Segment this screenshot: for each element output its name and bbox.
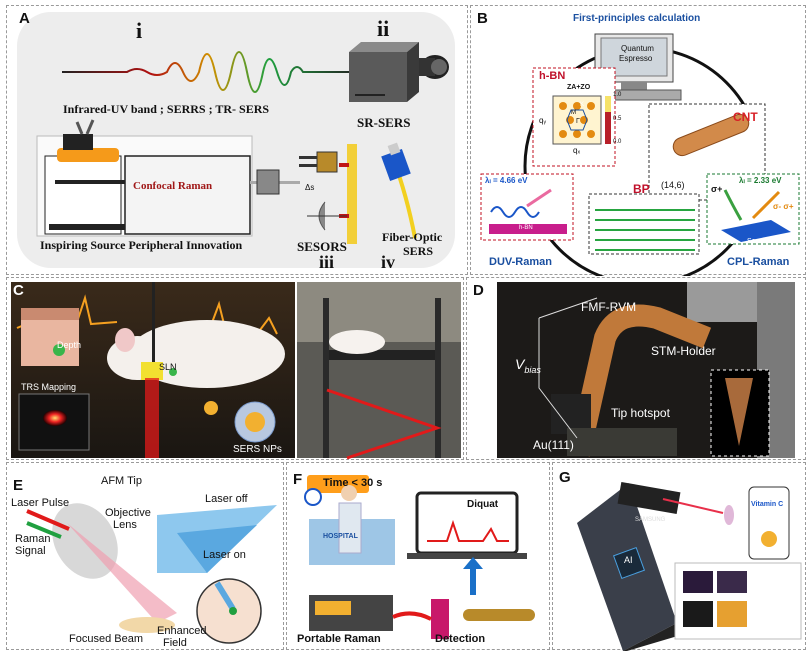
panel-g-graphics xyxy=(577,481,802,651)
panel-f: F Time < 30 s HOSPITAL Diquat Portable R… xyxy=(286,462,550,650)
sigma-plus: σ+ xyxy=(711,184,723,194)
laser-off-label: Laser off xyxy=(205,493,248,505)
band-text: Infrared-UV band ; SERRS ; TR- SERS xyxy=(63,102,270,116)
detection-label: Detection xyxy=(435,633,486,645)
np-label: SERS NPs xyxy=(233,444,282,455)
panel-g-label: G xyxy=(559,469,571,486)
chirality: (14,6) xyxy=(661,180,685,190)
hbn-label: h-BN xyxy=(539,70,566,82)
panel-f-graphics xyxy=(304,475,535,639)
laser-on-label: Laser on xyxy=(203,549,246,561)
sub-i: i xyxy=(136,18,143,43)
laser-pulse-label: Laser Pulse xyxy=(11,497,70,509)
k-label: K xyxy=(580,102,585,108)
panel-b: B First-principles calculation Quantum E… xyxy=(470,5,806,276)
au-label: Au(111) xyxy=(533,438,574,452)
sesors-setup xyxy=(299,144,357,244)
panel-c-label: C xyxy=(13,282,24,299)
panel-a-graphics xyxy=(36,42,449,244)
panel-g: G SAMSUNG AI Vitamin C xyxy=(552,462,806,651)
stm-label: STM-Holder xyxy=(651,344,716,358)
duv-energy: λₗ = 4.66 eV xyxy=(485,176,528,185)
delta-s: Δs xyxy=(305,183,315,192)
sln-label: SLN xyxy=(159,362,177,372)
depth-label: Depth xyxy=(57,340,82,350)
sub-iii: iii xyxy=(319,252,335,272)
cnt-label: CNT xyxy=(733,110,758,124)
sub-iv: iv xyxy=(381,252,396,272)
panel-c-graphics xyxy=(11,282,461,460)
panel-b-graphics xyxy=(480,33,800,276)
tip-label: Tip hotspot xyxy=(611,406,670,420)
confocal-instrument xyxy=(36,119,300,237)
scale-max: 1.0 xyxy=(613,92,622,98)
vbias-sub: bias xyxy=(524,364,541,375)
focused-label: Focused Beam xyxy=(69,633,143,645)
sigma-minus-plus: σ- σ+ xyxy=(773,202,794,211)
m-label: M xyxy=(571,110,576,116)
panel-c: C Depth SLN TRS Mapping SERS NPs xyxy=(6,277,464,460)
objective-label-1: Objective xyxy=(105,507,151,519)
scale-mid: 0.5 xyxy=(613,116,622,122)
time-label: Time < 30 s xyxy=(323,477,383,489)
panel-e-label: E xyxy=(13,477,24,494)
computer-icon xyxy=(580,33,682,101)
zazo-label: ZA+ZO xyxy=(567,84,591,91)
confocal-label: Confocal Raman xyxy=(133,180,213,192)
raman-label-1: Raman xyxy=(15,533,51,545)
panel-d-label: D xyxy=(473,282,484,299)
panel-f-label: F xyxy=(293,471,303,488)
afm-label: AFM Tip xyxy=(101,475,142,487)
light-wave xyxy=(62,51,357,93)
vbias-v: V xyxy=(515,356,525,372)
bp-lattice xyxy=(595,209,695,251)
fiber-label: Fiber-Optic xyxy=(382,230,443,244)
scale-min: 0.0 xyxy=(613,139,622,145)
enhanced-label-2: Field xyxy=(163,637,187,649)
panel-d-graphics xyxy=(497,282,795,458)
portable-label: Portable Raman xyxy=(297,633,381,645)
panel-e: E AFM Tip Laser Pulse Raman Signal Objec… xyxy=(6,462,284,650)
qx-label: qₓ xyxy=(573,146,581,155)
b-title: First-principles calculation xyxy=(573,13,701,24)
trs-label: TRS Mapping xyxy=(21,382,77,392)
vbias-label: Vbias xyxy=(515,356,541,375)
hbn-small: h-BN xyxy=(519,225,533,231)
panel-e-graphics xyxy=(26,503,277,644)
sample-label: Sample xyxy=(747,238,771,245)
panel-b-label: B xyxy=(477,10,488,27)
srsers-label: SR-SERS xyxy=(357,115,411,130)
fiber-label-2: SERS xyxy=(403,244,434,258)
sesors-label: SESORS xyxy=(297,239,347,254)
objective-label-2: Lens xyxy=(113,519,137,531)
fiber-optic-connector xyxy=(381,142,417,239)
duv-label: DUV-Raman xyxy=(489,256,552,268)
vitc-label: Vitamin C xyxy=(751,501,784,508)
bp-label: BP xyxy=(633,182,650,196)
camera-icon xyxy=(349,42,449,102)
raman-label-2: Signal xyxy=(15,545,46,557)
qy-label: qᵧ xyxy=(539,116,547,125)
diquat-label: Diquat xyxy=(467,499,499,510)
hospital-label: HOSPITAL xyxy=(323,533,358,540)
enhanced-label-1: Enhanced xyxy=(157,625,207,637)
screen-text-2: Espresso xyxy=(619,54,653,63)
screen-text-1: Quantum xyxy=(621,44,654,53)
brand-label: SAMSUNG xyxy=(635,517,666,523)
panel-a: A i ii Infrared-UV band ; SERRS ; TR- SE… xyxy=(6,5,468,275)
gamma-label: Γ xyxy=(576,118,580,125)
chip-label: AI xyxy=(624,555,633,565)
panel-d: D FMF-RVM Vbias STM-Holder Tip hotspot A… xyxy=(466,277,806,460)
panel-a-label: A xyxy=(19,10,30,27)
fmf-label: FMF-RVM xyxy=(581,300,637,314)
sub-ii: ii xyxy=(377,16,390,41)
peripheral-label: Inspiring Source Peripheral Innovation xyxy=(40,238,243,252)
cpl-label: CPL-Raman xyxy=(727,256,790,268)
cpl-energy: λₗ = 2.33 eV xyxy=(739,176,782,185)
